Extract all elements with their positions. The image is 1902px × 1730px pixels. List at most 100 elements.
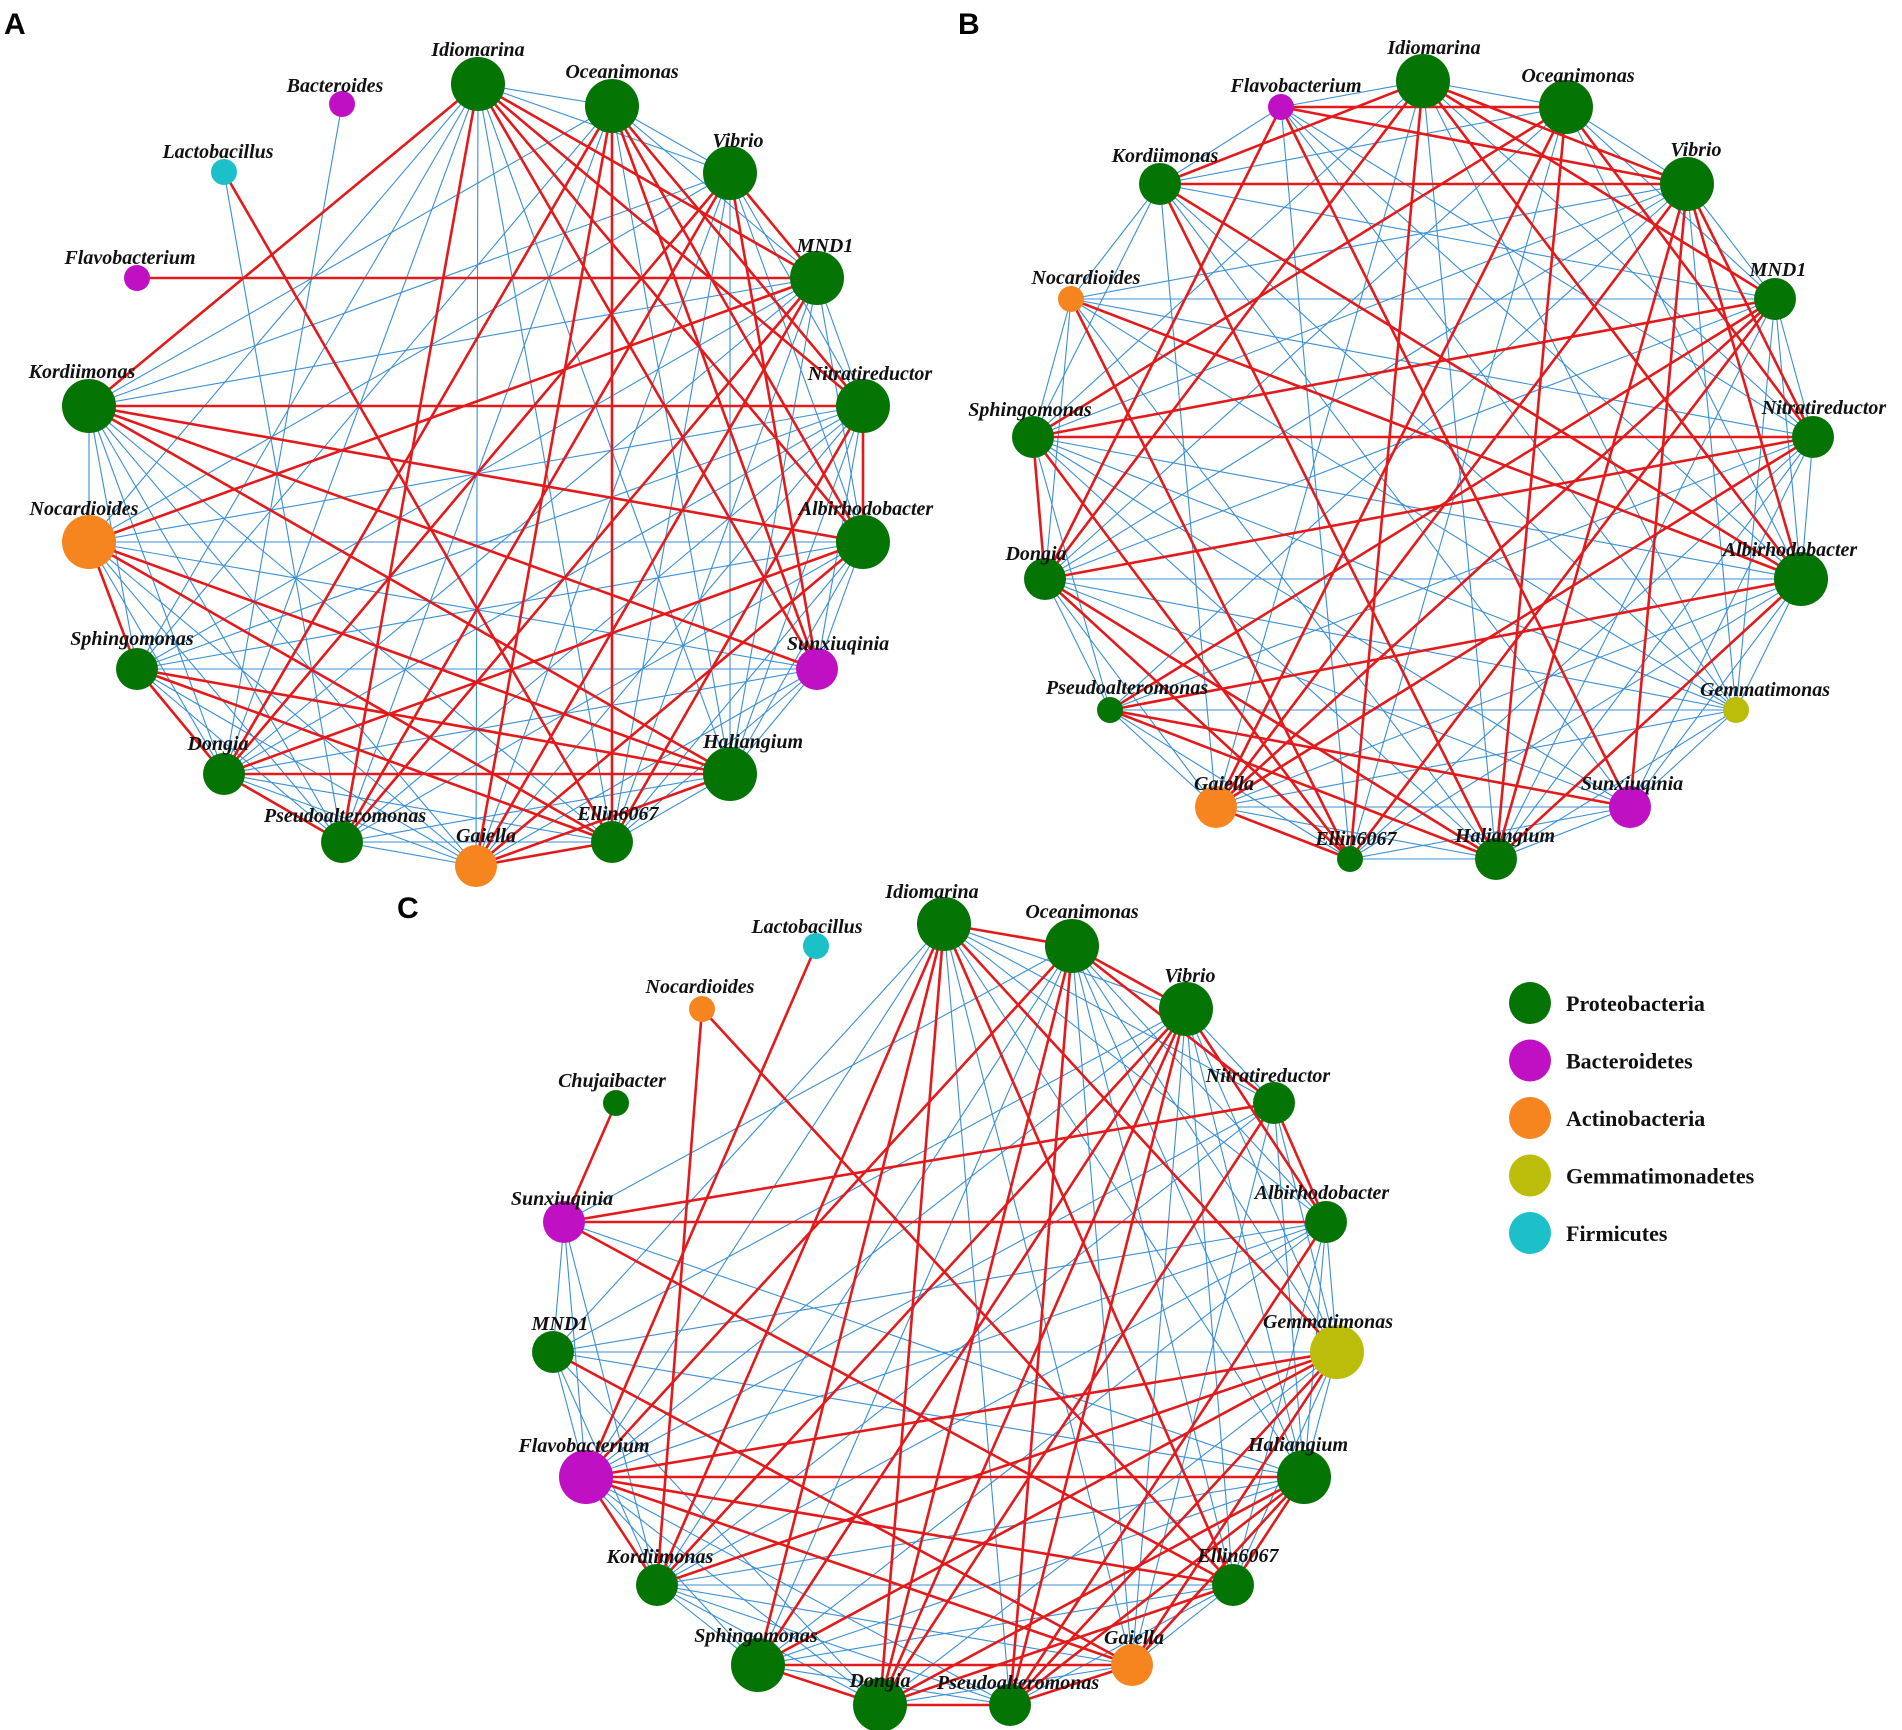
panel-c-nodes: IdiomarinaOceanimonasLactobacillusVibrio… xyxy=(511,881,1393,1730)
panel-a-node-dongia xyxy=(203,753,245,795)
panel-a-edge-kordiimonas-gaiella xyxy=(88,405,477,867)
panel-b-node-label-gemmatimonas: Gemmatimonas xyxy=(1700,679,1830,701)
panel-c-edge-idiomarina-kordiimonas xyxy=(655,923,946,1586)
panel-b-edge-flavobacterium-gemmatimonas xyxy=(1280,106,1737,711)
panel-a-edge-mnd1-dongia xyxy=(223,277,818,775)
panel-a-edge-nitratireductor-dongia xyxy=(223,405,864,775)
panel-b-node-idiomarina xyxy=(1396,54,1450,108)
panel-b-edge-pseudoalteromonas-haliangium xyxy=(1109,708,1497,861)
panel-b-node-label-mnd1: MND1 xyxy=(1749,259,1807,281)
panel-b-edge-mnd1-ellin6067 xyxy=(1348,298,1777,860)
panel-a-edge-nitratireductor-haliangium xyxy=(729,405,864,775)
panel-a-node-label-dongia: Dongia xyxy=(186,733,248,755)
panel-b-node-label-nocardioides: Nocardioides xyxy=(1031,267,1141,289)
panel-c-edge-kordiimonas-pseudoalteromonas xyxy=(656,1584,1011,1706)
panel-c-edge-idiomarina-nitratireductor xyxy=(943,923,1275,1104)
panel-a-edge-nocardioides-pseudoalteromonas xyxy=(88,541,343,843)
panel-b-edge-dongia-sunxiuqinia xyxy=(1044,578,1631,808)
panel-c-edge-haliangium-dongia xyxy=(879,1475,1305,1707)
panel-c-node-gaiella xyxy=(1111,1644,1153,1686)
panel-a-edge-pseudoalteromonas-gaiella xyxy=(341,841,477,867)
panel-a-edge-sunxiuqinia-gaiella xyxy=(475,668,818,867)
panel-a-node-label-flavobacterium: Flavobacterium xyxy=(63,247,195,269)
panel-b-edge-kordiimonas-albirhodobacter xyxy=(1159,182,1802,581)
panel-b-edge-sphingomonas-haliangium xyxy=(1032,436,1497,860)
panel-a-node-albirhodobacter xyxy=(836,515,890,569)
panel-a-node-label-sphingomonas: Sphingomonas xyxy=(70,628,194,650)
panel-a-node-pseudoalteromonas xyxy=(321,821,363,863)
panel-c-node-dongia xyxy=(853,1678,907,1730)
panel-a-node-label-sunxiuqinia: Sunxiuqinia xyxy=(787,633,889,655)
panel-b-edge-mnd1-nitratireductor xyxy=(1774,298,1814,438)
panel-c-edges xyxy=(552,922,1339,1707)
panel-c-edge-oceanimonas-flavobacterium xyxy=(585,945,1073,1478)
panel-b-edge-flavobacterium-dongia xyxy=(1043,106,1283,580)
panel-a-edge-dongia-ellin6067 xyxy=(223,773,613,843)
panel-a-edge-sphingomonas-gaiella xyxy=(136,668,477,867)
panel-b-edge-mnd1-albirhodobacter xyxy=(1774,298,1802,580)
panel-a-edge-kordiimonas-dongia xyxy=(88,405,225,775)
panel-a-node-haliangium xyxy=(703,747,757,801)
panel-b-edge-vibrio-pseudoalteromonas xyxy=(1109,183,1688,711)
panel-c-node-kordiimonas xyxy=(636,1564,678,1606)
panel-a-edge-idiomarina-kordiimonas xyxy=(88,82,479,408)
panel-b-edge-dongia-ellin6067 xyxy=(1044,578,1351,860)
panel-a-node-oceanimonas xyxy=(585,79,639,133)
panel-c-node-label-nitratireductor: Nitratireductor xyxy=(1205,1065,1331,1087)
panel-c-edge-mnd1-haliangium xyxy=(552,1351,1305,1478)
panel-c-edge-kordiimonas-gaiella xyxy=(656,1584,1133,1666)
panel-a-edge-nocardioides-haliangium xyxy=(88,540,731,776)
panel-b-node-gaiella xyxy=(1195,786,1237,828)
panel-b-edge-idiomarina-gemmatimonas xyxy=(1422,80,1737,711)
panel-c-edge-flavobacterium-gaiella xyxy=(585,1475,1133,1667)
panel-c-edge-mnd1-dongia xyxy=(552,1351,881,1706)
panel-b-node-sunxiuqinia xyxy=(1609,786,1651,828)
panel-c-node-pseudoalteromonas xyxy=(989,1684,1031,1726)
panel-b-node-albirhodobacter xyxy=(1774,552,1828,606)
panel-c-edge-oceanimonas-pseudoalteromonas xyxy=(1008,945,1074,1706)
panel-b-edge-albirhodobacter-pseudoalteromonas xyxy=(1109,577,1802,712)
panel-c-edge-nitratireductor-dongia xyxy=(878,1102,1276,1706)
panel-a-edge-sphingomonas-haliangium xyxy=(136,667,731,776)
panel-b-edge-albirhodobacter-sunxiuqinia xyxy=(1629,578,1802,808)
panel-a-edge-albirhodobacter-gaiella xyxy=(475,541,864,867)
panel-b-edge-oceanimonas-haliangium xyxy=(1494,106,1568,860)
panel-c-edge-flavobacterium-dongia xyxy=(585,1476,881,1706)
panel-c-edge-oceanimonas-gemmatimonas xyxy=(1071,945,1338,1353)
panel-b-edge-idiomarina-sphingomonas xyxy=(1032,80,1424,438)
panel-b-edge-kordiimonas-gaiella xyxy=(1159,183,1217,808)
panel-a-edge-mnd1-gaiella xyxy=(474,277,819,867)
panel-b-node-haliangium xyxy=(1475,838,1517,880)
panel-a-node-ellin6067 xyxy=(591,821,633,863)
panel-c-edge-nitratireductor-flavobacterium xyxy=(585,1102,1275,1478)
panel-a-node-vibrio xyxy=(703,146,757,200)
panel-c-node-label-dongia: Dongia xyxy=(848,1670,910,1692)
panel-b-edge-idiomarina-mnd1 xyxy=(1422,79,1776,301)
panel-c-edge-idiomarina-gaiella xyxy=(943,923,1133,1666)
panel-b-node-sphingomonas xyxy=(1012,416,1054,458)
panel-b-node-label-albirhodobacter: Albirhodobacter xyxy=(1721,539,1858,561)
panel-a-edge-haliangium-pseudoalteromonas xyxy=(341,773,731,843)
panel-c-node-label-sunxiuqinia: Sunxiuqinia xyxy=(511,1188,613,1210)
panel-c-edge-oceanimonas-albirhodobacter xyxy=(1071,945,1327,1223)
panel-a-edge-lactobacillus-pseudoalteromonas xyxy=(223,171,343,843)
panel-a-edge-albirhodobacter-dongia xyxy=(223,540,864,776)
panel-b-edge-gemmatimonas-gaiella xyxy=(1215,709,1737,808)
panel-c-edge-idiomarina-albirhodobacter xyxy=(943,923,1327,1223)
panel-b-node-label-sphingomonas: Sphingomonas xyxy=(968,399,1092,421)
panel-c-edge-pseudoalteromonas-gaiella xyxy=(1009,1663,1133,1707)
panel-c-node-ellin6067 xyxy=(1212,1564,1254,1606)
panel-a-edge-idiomarina-ellin6067 xyxy=(477,83,613,843)
panel-c-edge-vibrio-pseudoalteromonas xyxy=(1008,1008,1188,1706)
panel-b-edge-mnd1-haliangium xyxy=(1495,298,1776,860)
panel-a-edge-oceanimonas-sunxiuqinia xyxy=(610,105,819,670)
panel-a-node-label-mnd1: MND1 xyxy=(796,235,854,257)
panel-c-node-label-nocardioides: Nocardioides xyxy=(645,976,755,998)
panel-c-edge-haliangium-pseudoalteromonas xyxy=(1009,1475,1305,1707)
panel-c-edge-ellin6067-dongia xyxy=(879,1583,1234,1707)
panel-c-edge-idiomarina-dongia xyxy=(878,923,946,1706)
panel-b-edge-oceanimonas-nitratireductor xyxy=(1564,106,1815,438)
panel-a-node-label-vibrio: Vibrio xyxy=(712,130,763,152)
